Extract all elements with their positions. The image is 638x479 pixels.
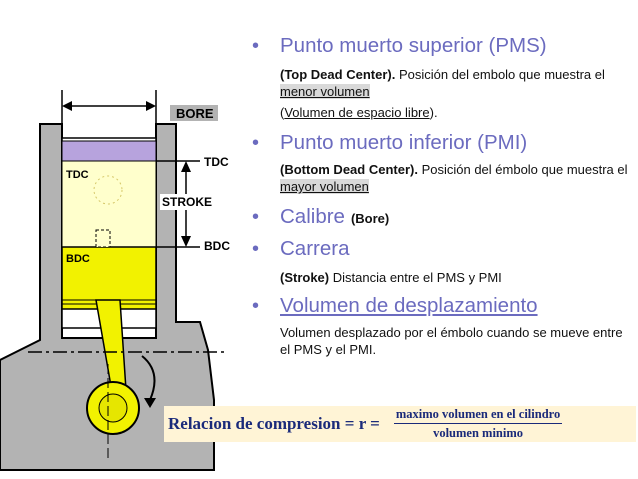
bullet-pms-desc: (Top Dead Center). Posición del embolo q… (280, 67, 605, 99)
bdc-inner-label: BDC (66, 253, 90, 265)
bullet-calibre: • Calibre (Bore) (252, 205, 632, 231)
rotation-arrow (141, 355, 156, 401)
stroke-label: STROKE (162, 195, 212, 209)
bullet-title: Punto muerto inferior (PMI) (280, 131, 528, 154)
engine-cylinder-diagram: BORE STROKE TDC BDC TDC BDC (0, 90, 230, 471)
highlight-menor-volumen: menor volumen (280, 84, 370, 99)
bullet-pms: • Punto muerto superior (PMS) (252, 34, 632, 58)
bullet-title: Punto muerto superior (PMS) (280, 34, 547, 57)
bullet-list: • Punto muerto superior (PMS) (Top Dead … (252, 34, 632, 358)
formula-lhs: Relacion de compresion = r = (168, 414, 380, 433)
tdc-inner-label: TDC (66, 169, 89, 181)
bullet-subtitle: (Bore) (350, 211, 390, 226)
piston (61, 246, 157, 310)
bdc-outer-label: BDC (204, 239, 230, 253)
bullet-volumen: • Volumen de desplazamiento (252, 294, 538, 317)
bullet-pmi-desc: (Bottom Dead Center). Posición del émbol… (280, 162, 628, 194)
bullet-volumen-desc: Volumen desplazado por el émbolo cuando … (280, 325, 623, 357)
bullet-carrera-desc: (Stroke) Distancia entre el PMS y PMI (280, 270, 502, 285)
compression-ratio-formula: Relacion de compresion = r = maximo volu… (164, 406, 636, 442)
engine-block (0, 123, 215, 471)
combustion-dots (93, 175, 123, 205)
bullet-pms-note: (Volumen de espacio libre). (280, 105, 438, 120)
formula-denominator: volumen minimo (433, 426, 524, 440)
highlight-mayor-volumen: mayor volumen (280, 179, 369, 194)
piston-pin (95, 229, 111, 248)
bullet-pmi: • Punto muerto inferior (PMI) (252, 131, 528, 154)
formula-numerator: maximo volumen en el cilindro (393, 407, 563, 424)
bullet-carrera: • Carrera (252, 237, 350, 260)
bullet-dot: • (252, 35, 260, 57)
formula-fraction: maximo volumen en el cilindro volumen mi… (393, 407, 563, 441)
tdc-outer-label: TDC (204, 155, 229, 169)
bullet-title: Calibre (280, 205, 345, 228)
bullet-title: Carrera (280, 237, 350, 260)
bullet-title: Volumen de desplazamiento (280, 294, 538, 317)
combustion-chamber (61, 140, 157, 162)
bore-label: BORE (176, 106, 214, 121)
